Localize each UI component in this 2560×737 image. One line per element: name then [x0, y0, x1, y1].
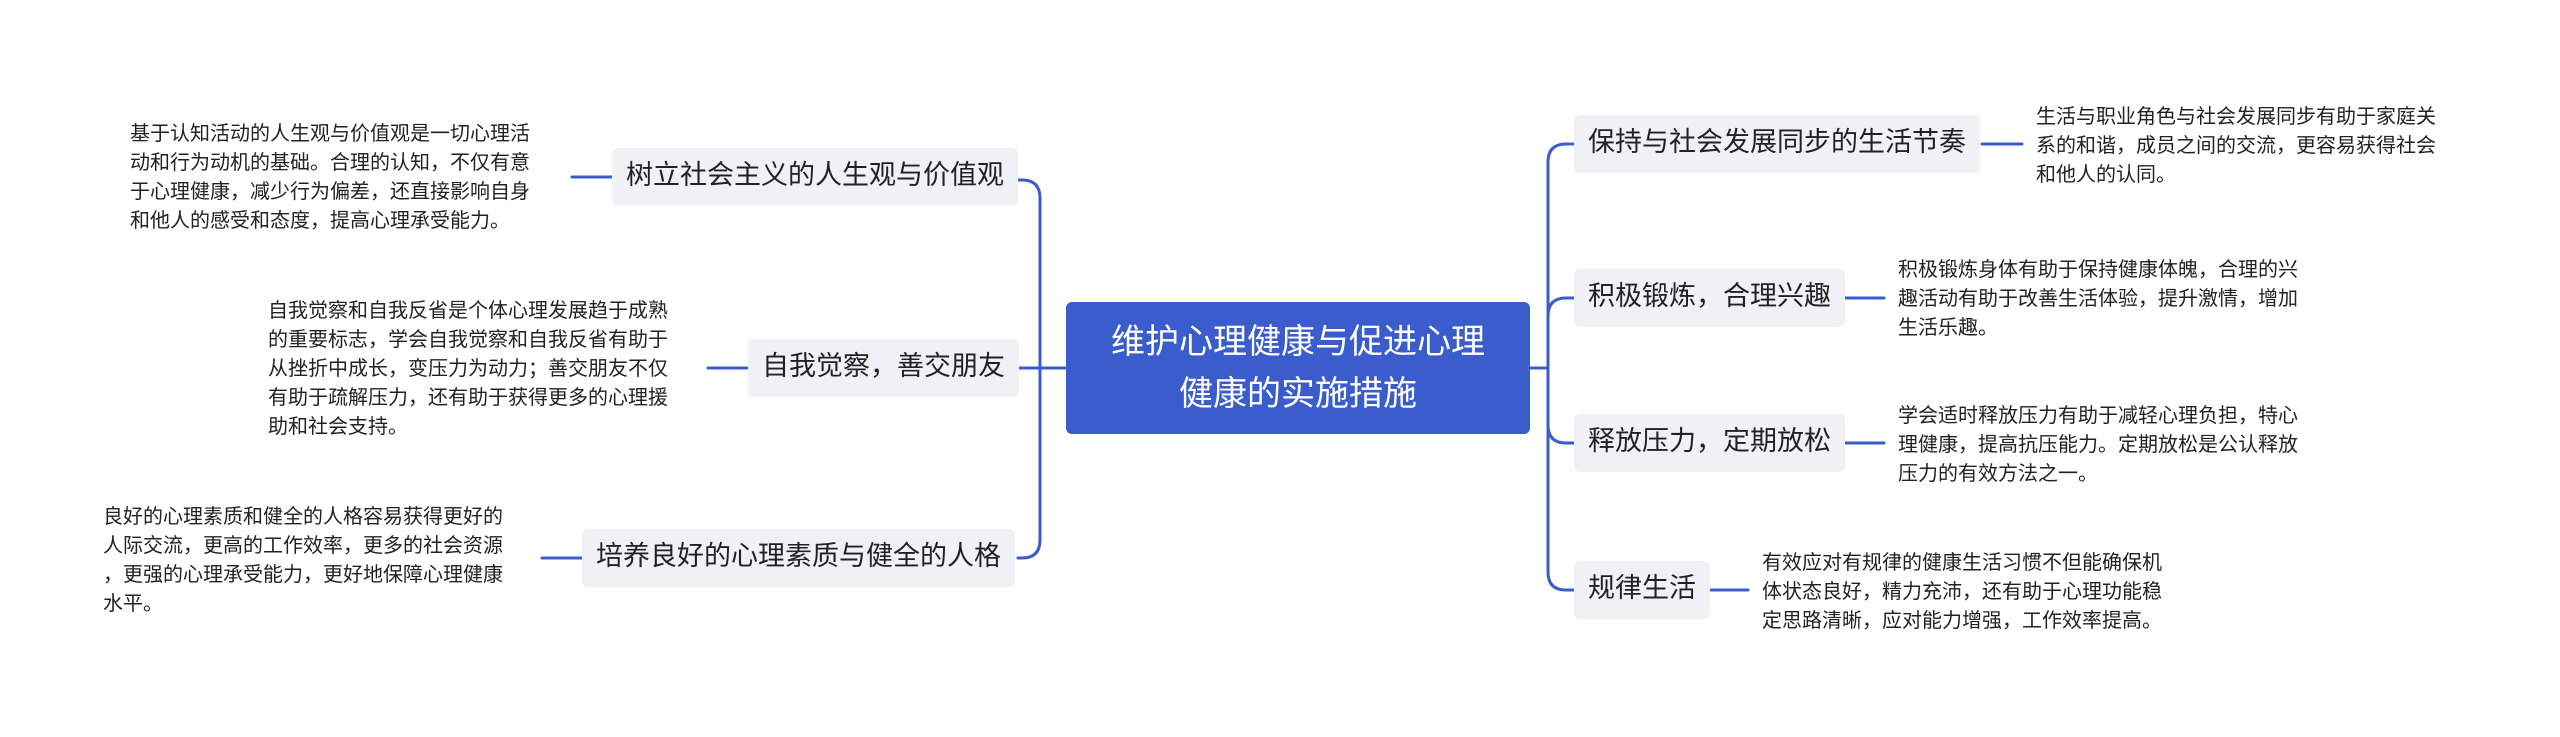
branch-right-1[interactable]: 保持与社会发展同步的生活节奏 — [1574, 115, 1980, 173]
leaf-right-4[interactable]: 有效应对有规律的健康生活习惯不但能确保机 体状态良好，精力充沛，还有助于心理功能… — [1762, 548, 2162, 635]
leaf-line: 基于认知活动的人生观与价值观是一切心理活 — [130, 121, 530, 145]
branch-right-3[interactable]: 释放压力，定期放松 — [1574, 414, 1845, 472]
leaf-line: 的重要标志，学会自我觉察和自我反省有助于 — [268, 327, 668, 351]
leaf-left-2[interactable]: 自我觉察和自我反省是个体心理发展趋于成熟 的重要标志，学会自我觉察和自我反省有助… — [268, 296, 668, 441]
leaf-left-1[interactable]: 基于认知活动的人生观与价值观是一切心理活 动和行为动机的基础。合理的认知，不仅有… — [130, 119, 530, 235]
leaf-line: 自我觉察和自我反省是个体心理发展趋于成熟 — [268, 298, 668, 322]
branch-right-2[interactable]: 积极锻炼，合理兴趣 — [1574, 269, 1845, 327]
leaf-left-3[interactable]: 良好的心理素质和健全的人格容易获得更好的 人际交流，更高的工作效率，更多的社会资… — [103, 502, 503, 618]
branch-left-2[interactable]: 自我觉察，善交朋友 — [748, 339, 1019, 397]
leaf-line: 学会适时释放压力有助于减轻心理负担，特心 — [1898, 403, 2298, 427]
connector-right-1 — [1546, 142, 1576, 370]
leaf-line: 理健康，提高抗压能力。定期放松是公认释放 — [1898, 432, 2298, 456]
leaf-right-3[interactable]: 学会适时释放压力有助于减轻心理负担，特心 理健康，提高抗压能力。定期放松是公认释… — [1898, 401, 2298, 488]
leaf-line: 有助于疏解压力，还有助于获得更多的心理援 — [268, 385, 668, 409]
leaf-line: 积极锻炼身体有助于保持健康体魄，合理的兴 — [1898, 257, 2298, 281]
branch-right-4[interactable]: 规律生活 — [1574, 561, 1710, 619]
leaf-line: 从挫折中成长，变压力为动力；善交朋友不仅 — [268, 356, 668, 380]
connector-left-1 — [1016, 178, 1042, 370]
leaf-line: 生活与职业角色与社会发展同步有助于家庭关 — [2036, 104, 2436, 128]
leaf-line: 动和行为动机的基础。合理的认知，不仅有意 — [130, 150, 530, 174]
leaf-line: 助和社会支持。 — [268, 414, 408, 438]
leaf-line: 良好的心理素质和健全的人格容易获得更好的 — [103, 504, 503, 528]
leaf-line: 生活乐趣。 — [1898, 315, 1998, 339]
connector-right-2 — [1546, 296, 1576, 370]
leaf-right-2[interactable]: 积极锻炼身体有助于保持健康体魄，合理的兴 趣活动有助于改善生活体验，提升激情，增… — [1898, 255, 2298, 342]
leaf-right-1[interactable]: 生活与职业角色与社会发展同步有助于家庭关 系的和谐，成员之间的交流，更容易获得社… — [2036, 102, 2436, 189]
leaf-line: 和他人的感受和态度，提高心理承受能力。 — [130, 208, 510, 232]
leaf-line: 体状态良好，精力充沛，还有助于心理功能稳 — [1762, 579, 2162, 603]
leaf-line: 压力的有效方法之一。 — [1898, 461, 2098, 485]
leaf-line: 于心理健康，减少行为偏差，还直接影响自身 — [130, 179, 530, 203]
root-topic[interactable]: 维护心理健康与促进心理 健康的实施措施 — [1066, 302, 1530, 434]
leaf-line: 定思路清晰，应对能力增强，工作效率提高。 — [1762, 608, 2162, 632]
leaf-line: 和他人的认同。 — [2036, 162, 2176, 186]
leaf-line: 人际交流，更高的工作效率，更多的社会资源 — [103, 533, 503, 557]
leaf-line: 趣活动有助于改善生活体验，提升激情，增加 — [1898, 286, 2298, 310]
branch-left-1[interactable]: 树立社会主义的人生观与价值观 — [612, 148, 1018, 206]
root-topic-line2: 健康的实施措施 — [1179, 374, 1417, 414]
branch-left-3[interactable]: 培养良好的心理素质与健全的人格 — [582, 529, 1015, 587]
root-topic-line1: 维护心理健康与促进心理 — [1111, 322, 1485, 362]
leaf-line: ，更强的心理承受能力，更好地保障心理健康 — [103, 562, 503, 586]
connector-left-3 — [1016, 366, 1042, 560]
connector-right-3 — [1546, 366, 1576, 445]
connector-right-4 — [1546, 366, 1576, 592]
leaf-line: 水平。 — [103, 591, 163, 615]
leaf-line: 有效应对有规律的健康生活习惯不但能确保机 — [1762, 550, 2162, 574]
leaf-line: 系的和谐，成员之间的交流，更容易获得社会 — [2036, 133, 2436, 157]
